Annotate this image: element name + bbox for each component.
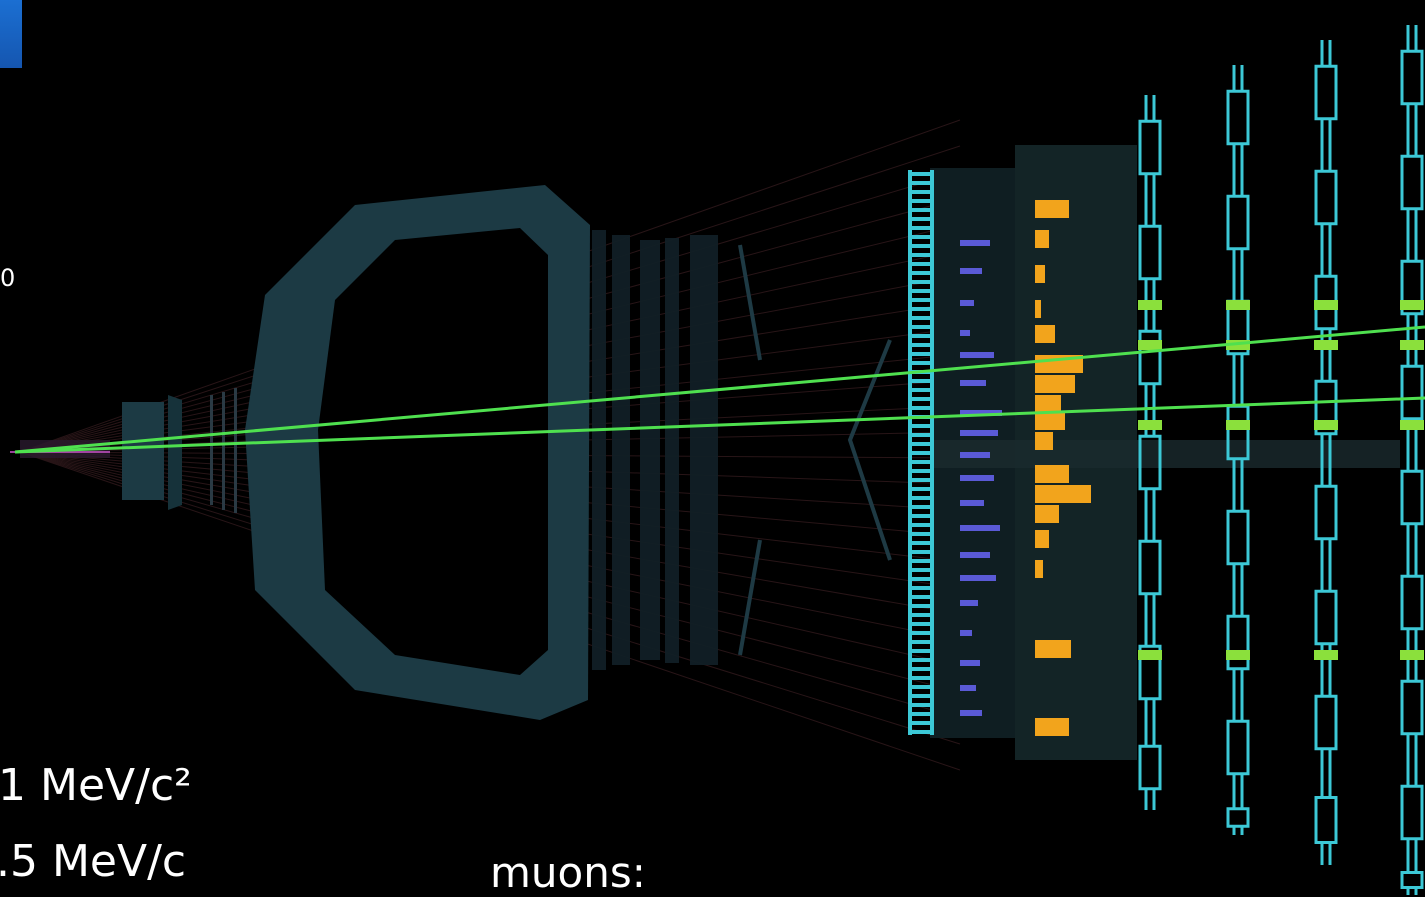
mass-text: 1 MeV/c² (0, 760, 192, 811)
logo-fragment (0, 0, 22, 68)
tracking-stations (592, 230, 718, 670)
pad-detector (908, 170, 934, 735)
muon-tracks (14, 325, 1425, 454)
magnet (245, 185, 590, 720)
hcal-bars (1035, 200, 1091, 736)
muon-chambers (1138, 25, 1424, 895)
momentum-text: .5 MeV/c (0, 836, 187, 887)
muons-label: muons: (490, 848, 646, 897)
partial-value-text: 0 (0, 264, 16, 292)
ecal-bars (960, 240, 1002, 716)
rich-mirror (738, 244, 892, 656)
